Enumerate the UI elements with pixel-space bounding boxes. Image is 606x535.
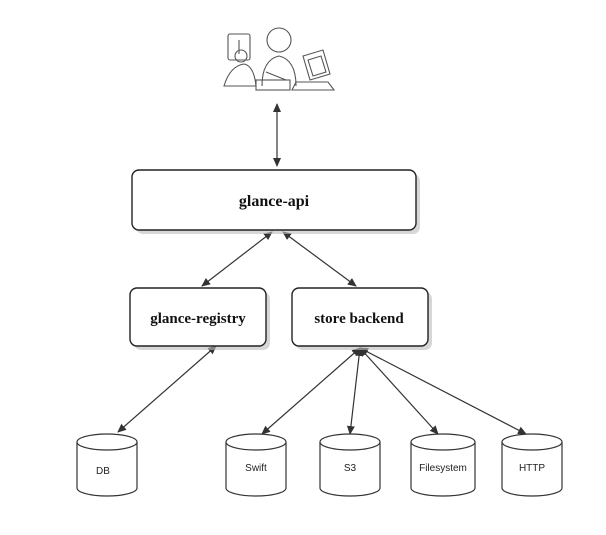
edge-store-http bbox=[359, 347, 527, 435]
database-db-label: DB bbox=[96, 466, 110, 477]
database-http: HTTP bbox=[501, 433, 563, 497]
database-filesystem: Filesystem bbox=[410, 433, 476, 497]
node-glance-api-label: glance-api bbox=[239, 193, 310, 210]
database-db: DB bbox=[76, 433, 138, 497]
edges bbox=[117, 103, 527, 435]
node-glance-api: glance-api bbox=[131, 169, 420, 234]
database-swift-label: Swift bbox=[245, 463, 267, 474]
edge-api-store bbox=[282, 231, 357, 287]
node-glance-registry: glance-registry bbox=[129, 287, 270, 350]
database-swift: Swift bbox=[225, 433, 287, 497]
monitor-icon bbox=[223, 33, 257, 87]
laptop-icon bbox=[291, 49, 336, 91]
database-s3-label: S3 bbox=[344, 463, 357, 474]
edge-store-filesystem bbox=[359, 347, 439, 435]
person-icon bbox=[255, 27, 297, 91]
database-http-label: HTTP bbox=[519, 463, 545, 474]
database-filesystem-label: Filesystem bbox=[419, 463, 467, 474]
edge-store-swift bbox=[261, 347, 361, 435]
edge-registry-db bbox=[117, 345, 217, 433]
node-store-backend-label: store backend bbox=[314, 311, 404, 327]
database-s3: S3 bbox=[319, 433, 381, 497]
edge-api-registry bbox=[201, 231, 273, 287]
node-glance-registry-label: glance-registry bbox=[150, 311, 246, 327]
node-store-backend: store backend bbox=[291, 287, 432, 350]
users-illustration bbox=[223, 27, 336, 91]
edge-store-s3 bbox=[346, 347, 364, 435]
